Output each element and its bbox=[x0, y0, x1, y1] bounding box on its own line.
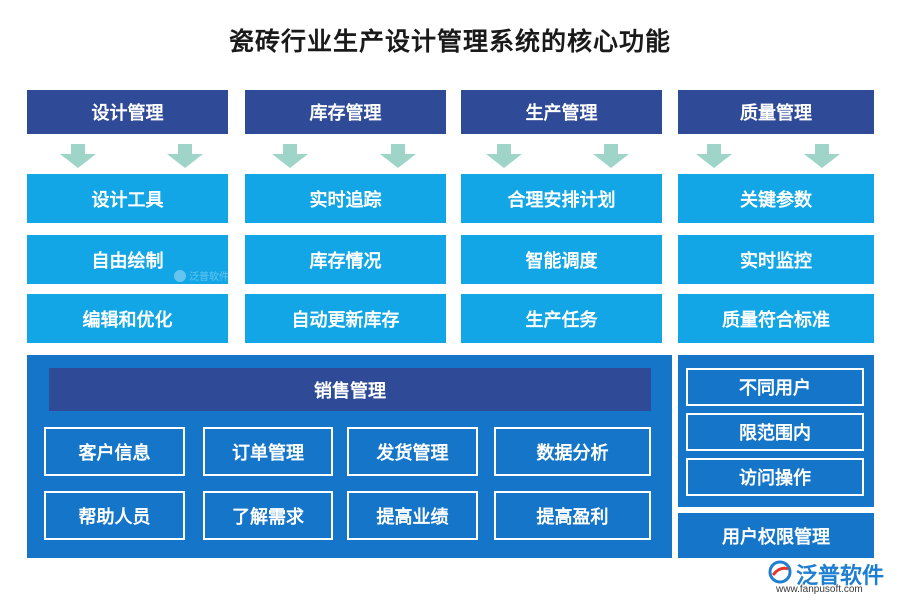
feature-production-tasks: 生产任务 bbox=[461, 294, 662, 343]
sales-improve-performance: 提高业绩 bbox=[347, 491, 478, 540]
down-arrow-icon bbox=[272, 144, 308, 170]
page-title: 瓷砖行业生产设计管理系统的核心功能 bbox=[228, 27, 671, 56]
feature-free-drawing: 自由绘制 bbox=[27, 235, 228, 284]
feature-smart-dispatch: 智能调度 bbox=[461, 235, 662, 284]
feature-key-parameters: 关键参数 bbox=[678, 174, 874, 223]
feature-realtime-monitoring: 实时监控 bbox=[678, 235, 874, 284]
sales-customer-info: 客户信息 bbox=[44, 427, 185, 476]
down-arrow-icon bbox=[167, 144, 203, 170]
feature-quality-standards: 质量符合标准 bbox=[678, 294, 874, 343]
down-arrow-icon bbox=[486, 144, 522, 170]
design-management-header: 设计管理 bbox=[27, 90, 228, 134]
company-logo: 泛普软件 www.fanpusoft.com bbox=[768, 556, 896, 596]
sales-shipping-management: 发货管理 bbox=[347, 427, 478, 476]
sales-data-analysis: 数据分析 bbox=[494, 427, 651, 476]
logo-mark-icon bbox=[768, 560, 792, 584]
perm-different-users: 不同用户 bbox=[686, 368, 864, 406]
sales-help-staff: 帮助人员 bbox=[44, 491, 185, 540]
perm-within-scope: 限范围内 bbox=[686, 413, 864, 451]
feature-design-tools: 设计工具 bbox=[27, 174, 228, 223]
down-arrow-icon bbox=[804, 144, 840, 170]
inventory-management-header: 库存管理 bbox=[245, 90, 446, 134]
production-management-header: 生产管理 bbox=[461, 90, 662, 134]
feature-inventory-status: 库存情况 bbox=[245, 235, 446, 284]
sales-management-header: 销售管理 bbox=[49, 368, 651, 411]
sales-order-management: 订单管理 bbox=[203, 427, 333, 476]
feature-plan-scheduling: 合理安排计划 bbox=[461, 174, 662, 223]
logo-url: www.fanpusoft.com bbox=[776, 584, 863, 595]
feature-auto-update-inventory: 自动更新库存 bbox=[245, 294, 446, 343]
sales-improve-profit: 提高盈利 bbox=[494, 491, 651, 540]
perm-access-operations: 访问操作 bbox=[686, 458, 864, 496]
down-arrow-icon bbox=[593, 144, 629, 170]
user-permission-management-title: 用户权限管理 bbox=[678, 513, 874, 558]
logo-name: 泛普软件 bbox=[796, 564, 885, 589]
down-arrow-icon bbox=[380, 144, 416, 170]
watermark-logo: 泛普软件 bbox=[174, 270, 229, 283]
down-arrow-icon bbox=[696, 144, 732, 170]
sales-understand-needs: 了解需求 bbox=[203, 491, 333, 540]
svg-text:泛普软件: 泛普软件 bbox=[189, 270, 229, 283]
feature-realtime-tracking: 实时追踪 bbox=[245, 174, 446, 223]
feature-edit-optimize: 编辑和优化 bbox=[27, 294, 228, 343]
down-arrow-icon bbox=[60, 144, 96, 170]
quality-management-header: 质量管理 bbox=[678, 90, 874, 134]
permissions-panel bbox=[678, 355, 874, 507]
